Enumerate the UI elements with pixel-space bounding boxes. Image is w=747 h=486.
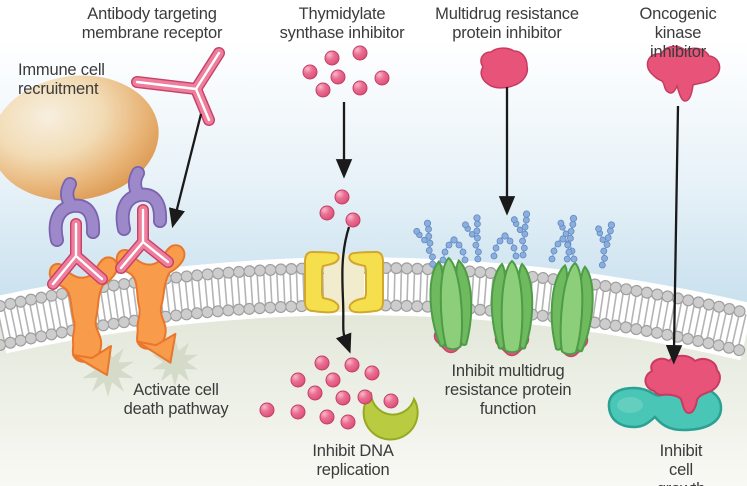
thymidylate-synthase-enzyme bbox=[362, 391, 419, 441]
label-multidrug: Multidrug resistance protein inhibitor bbox=[435, 5, 579, 42]
label-immune-cell: Immune cell recruitment bbox=[18, 61, 105, 98]
label-thymidylate: Thymidylate synthase inhibitor bbox=[279, 5, 405, 42]
label-antibody-targeting: Antibody targeting membrane receptor bbox=[81, 5, 223, 42]
label-mdr-function: Inhibit multidrug resistance protein fun… bbox=[444, 362, 572, 418]
kinase-inhibitor-bound bbox=[644, 354, 721, 415]
immune-receptor-1 bbox=[48, 177, 101, 247]
label-dna-replication: Inhibit DNA replication bbox=[312, 442, 394, 479]
antibody-bound-1 bbox=[47, 218, 108, 290]
mdr-inhibitor-molecule bbox=[480, 47, 529, 89]
drug-molecule-dots bbox=[259, 45, 399, 430]
mdr-transporter-2 bbox=[490, 260, 534, 354]
arrow-through-channel bbox=[335, 226, 352, 354]
immune-receptor-2 bbox=[115, 166, 168, 236]
label-cell-death: Activate cell death pathway bbox=[123, 381, 229, 418]
label-oncogenic: Oncogenic kinase inhibitor bbox=[639, 5, 717, 61]
kinase-highlight bbox=[617, 397, 643, 413]
flow-arrows bbox=[168, 87, 683, 365]
immune-cell bbox=[0, 75, 159, 201]
arrow-antibody bbox=[168, 113, 203, 229]
arrow-oncogenic bbox=[665, 105, 683, 365]
extracellular-background bbox=[0, 0, 747, 313]
label-growth-signals: Inhibit cell growth signals bbox=[657, 442, 706, 486]
oncogenic-inhibitor-molecule bbox=[646, 45, 721, 102]
antibody-free bbox=[131, 47, 225, 126]
membrane-channel bbox=[304, 250, 384, 314]
antibody-bound-2 bbox=[115, 204, 174, 274]
